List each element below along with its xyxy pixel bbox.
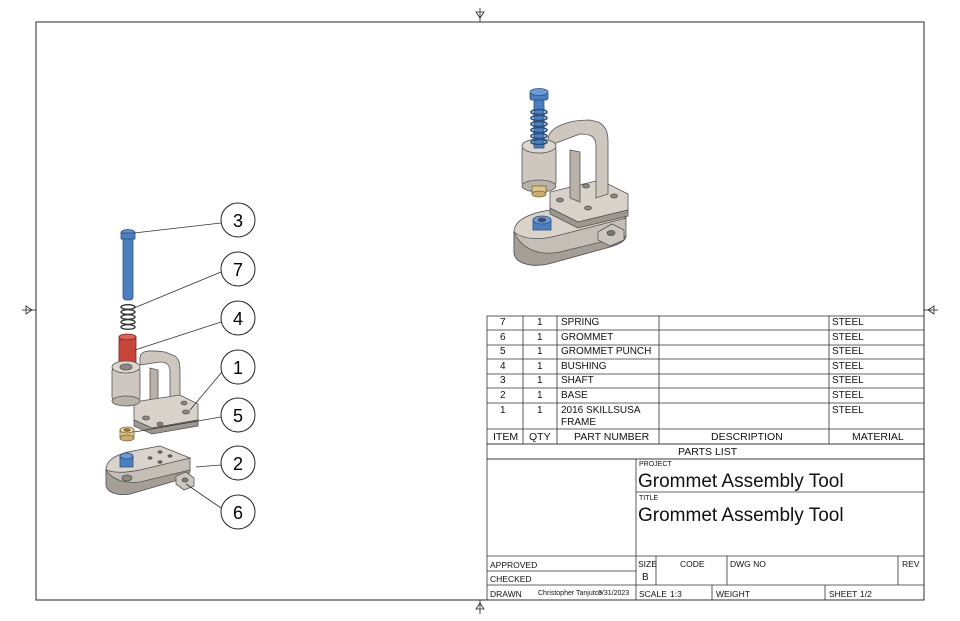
row-qty: 1 (537, 332, 543, 343)
drawn-label: DRAWN (490, 589, 522, 599)
title-block (486, 458, 925, 601)
row-part: GROMMET PUNCH (561, 346, 652, 357)
balloon-5-label: 5 (233, 406, 243, 426)
row-qty: 1 (537, 375, 543, 386)
scale-value: 1:3 (670, 589, 682, 599)
balloon-2: 2 (220, 445, 256, 481)
punch-part (119, 426, 135, 442)
header-material: MATERIAL (852, 431, 904, 443)
balloon-4-label: 4 (233, 309, 243, 329)
scale-label: SCALE (639, 589, 667, 599)
rev-label: REV (902, 559, 920, 569)
balloon-3-label: 3 (233, 211, 243, 231)
project-label: PROJECT (639, 461, 672, 468)
row-item: 1 (500, 405, 506, 416)
title-label: TITLE (639, 495, 659, 502)
checked-label: CHECKED (490, 574, 532, 584)
base-part (105, 445, 195, 495)
approved-label: APPROVED (490, 560, 538, 570)
row-qty: 1 (537, 361, 543, 372)
balloon-2-label: 2 (233, 454, 243, 474)
drawn-date: 3/31/2023 (598, 590, 630, 597)
exploded-view (105, 229, 199, 495)
balloon-1: 1 (220, 349, 256, 385)
row-qty: 1 (537, 390, 543, 401)
row-qty: 1 (537, 405, 543, 416)
drawn-by: Christopher Tanjutco (538, 590, 603, 597)
dwg-no-label: DWG NO (730, 559, 766, 569)
row-item: 2 (500, 390, 506, 401)
sheet-value: 1/2 (860, 589, 872, 599)
row-material: STEEL (832, 346, 864, 357)
balloon-7: 7 (220, 251, 256, 287)
center-mark-bottom (475, 600, 485, 614)
assembled-view (513, 88, 629, 266)
row-item: 3 (500, 375, 506, 386)
row-item: 5 (500, 346, 506, 357)
size-value: B (642, 572, 649, 583)
header-part-number: PART NUMBER (574, 431, 650, 443)
row-material: STEEL (832, 375, 864, 386)
center-mark-left (22, 305, 36, 315)
row-material: STEEL (832, 390, 864, 401)
row-item: 6 (500, 332, 506, 343)
drawing-title: Grommet Assembly Tool (638, 505, 844, 526)
shaft-part (120, 229, 136, 301)
balloon-4: 4 (220, 300, 256, 336)
row-material: STEEL (832, 317, 864, 328)
row-material: STEEL (832, 405, 864, 416)
leader-lines (133, 222, 223, 509)
spring-part (120, 304, 136, 331)
row-material: STEEL (832, 361, 864, 372)
center-mark-top (475, 8, 485, 22)
center-mark-right (924, 305, 938, 315)
project-name: Grommet Assembly Tool (638, 471, 844, 492)
weight-label: WEIGHT (716, 589, 750, 599)
header-item: ITEM (493, 431, 519, 443)
row-qty: 1 (537, 317, 543, 328)
header-qty: QTY (529, 431, 551, 443)
row-material: STEEL (832, 332, 864, 343)
row-part: SHAFT (561, 375, 594, 386)
row-qty: 1 (537, 346, 543, 357)
balloon-6: 6 (220, 494, 256, 530)
header-description: DESCRIPTION (711, 431, 783, 443)
frame-part (111, 350, 199, 435)
balloon-3: 3 (220, 202, 256, 238)
balloon-6-label: 6 (233, 503, 243, 523)
row-part: BASE (561, 390, 588, 401)
balloon-1-label: 1 (233, 358, 243, 378)
parts-list-table (486, 315, 925, 460)
row-part: SPRING (561, 317, 600, 328)
balloon-7-label: 7 (233, 260, 243, 280)
row-part: GROMMET (561, 332, 614, 343)
row-item: 4 (500, 361, 506, 372)
parts-list-title: PARTS LIST (678, 446, 738, 458)
row-part: BUSHING (561, 361, 607, 372)
sheet-label: SHEET (829, 589, 858, 599)
row-part: 2016 SKILLSUSA FRAME (561, 405, 640, 428)
size-label: SIZE (638, 559, 657, 569)
code-label: CODE (680, 559, 705, 569)
row-item: 7 (500, 317, 506, 328)
balloon-5: 5 (220, 397, 256, 433)
